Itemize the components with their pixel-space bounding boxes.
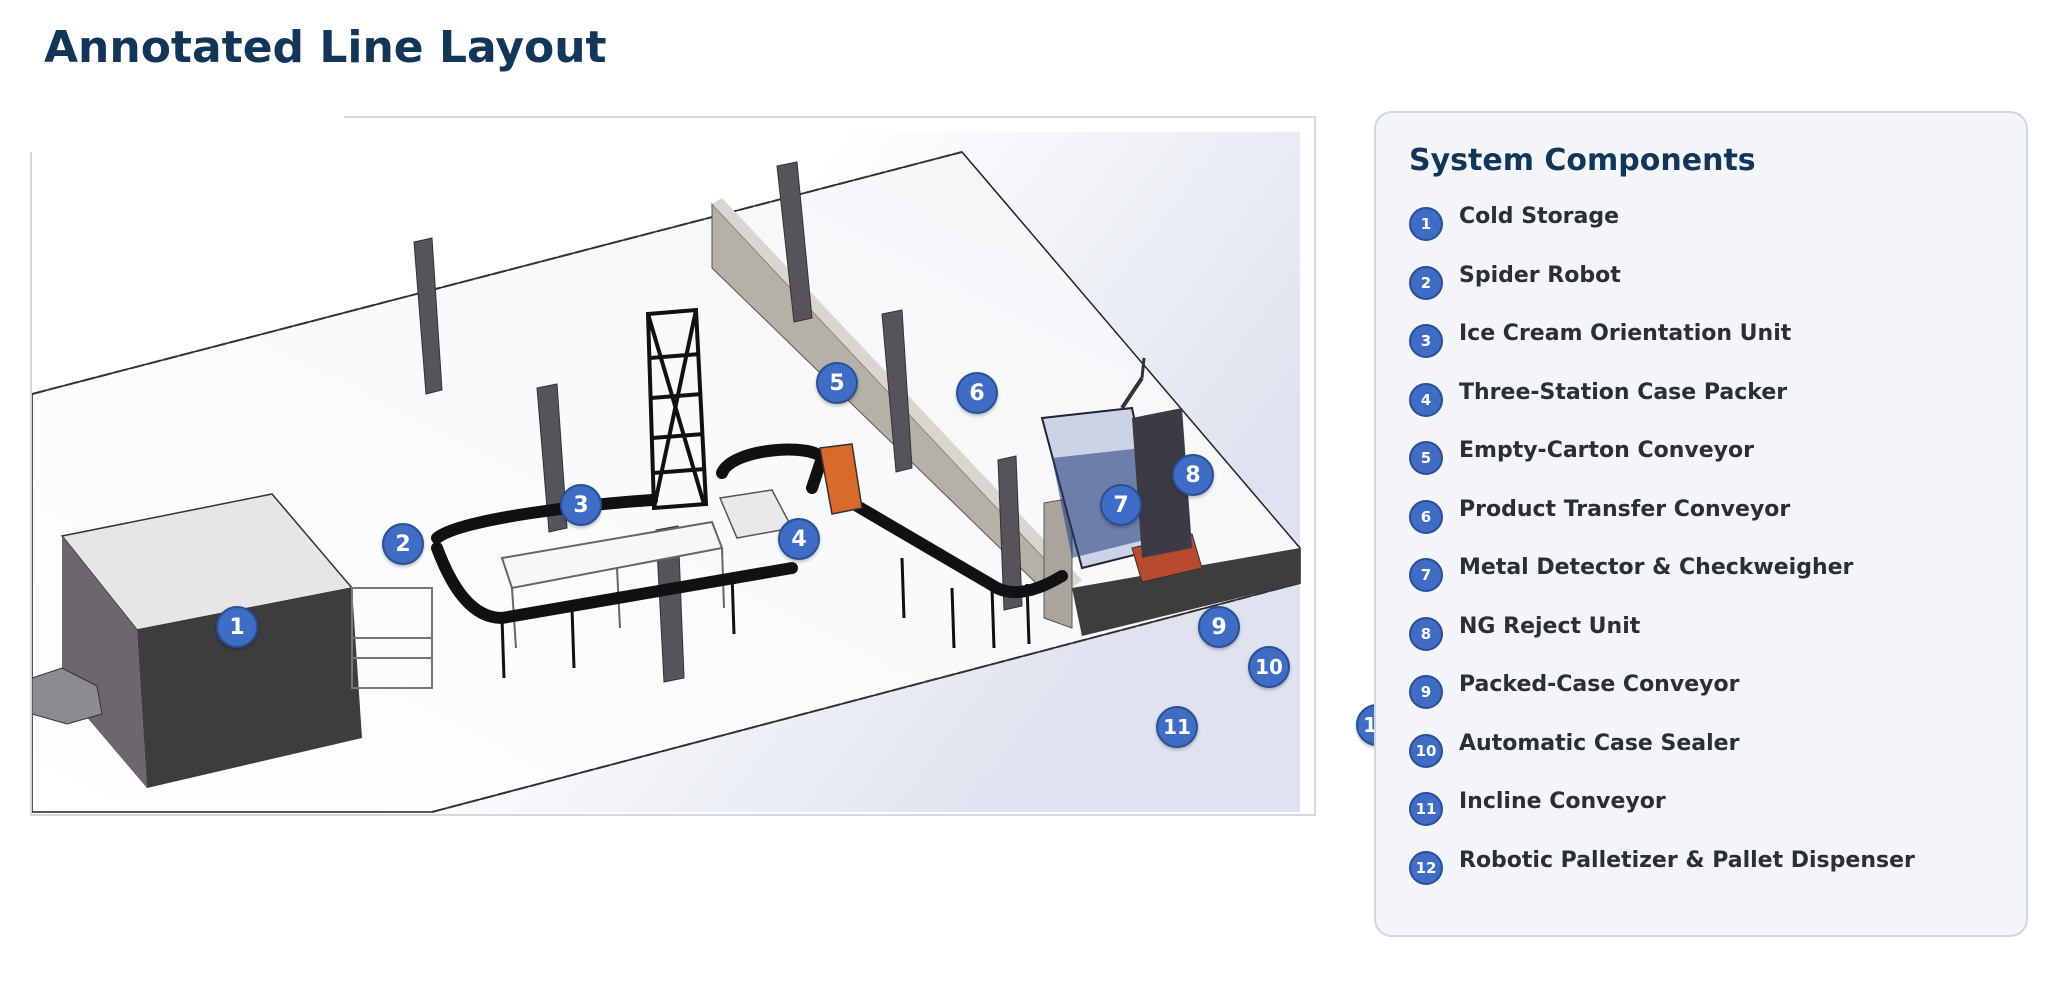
legend-label: Ice Cream Orientation Unit [1459,321,1792,346]
legend-label: Cold Storage [1459,204,1620,229]
legend-label: Empty-Carton Conveyor [1459,438,1754,463]
lift-tower [645,307,709,511]
legend-list: 1 Cold Storage 2 Spider Robot 3 Ice Crea… [1409,203,2009,905]
cold-storage-side [62,536,147,788]
legend-item: 9 Packed-Case Conveyor [1409,671,2009,730]
legend-number-badge: 12 [1409,850,1443,885]
legend-item: 12 Robotic Palletizer & Pallet Dispenser [1409,847,2009,906]
marker-product-transfer-conveyor[interactable]: 6 [956,372,998,414]
legend-item: 8 NG Reject Unit [1409,613,2009,672]
legend-label: Robotic Palletizer & Pallet Dispenser [1459,847,1915,873]
legend-number-badge: 2 [1409,265,1443,300]
legend-label: Automatic Case Sealer [1459,730,1740,756]
legend-title: System Components [1409,143,1756,178]
page-title: Annotated Line Layout [44,22,607,73]
legend-number-badge: 7 [1409,558,1443,592]
marker-empty-carton-conveyor[interactable]: 5 [816,362,858,404]
legend-number-badge: 5 [1409,441,1443,475]
floor-edge [32,151,963,395]
legend-label: Product Transfer Conveyor [1459,496,1791,522]
legend-number-badge: 1 [1409,207,1443,241]
marker-cold-storage[interactable]: 1 [216,606,258,648]
legend-number-badge: 4 [1409,382,1443,417]
legend-item: 6 Product Transfer Conveyor [1409,496,2009,555]
legend-item: 5 Empty-Carton Conveyor [1409,437,2009,496]
legend-number-badge: 8 [1409,616,1443,651]
legend-label: Spider Robot [1459,262,1621,288]
columns [413,161,1023,683]
marker-incline-conveyor[interactable]: 11 [1156,706,1198,748]
marker-metal-detector[interactable]: 7 [1100,484,1142,526]
legend-panel: System Components 1 Cold Storage 2 Spide… [1374,111,2028,937]
legend-number-badge: 3 [1409,324,1443,358]
inlet-unit [32,667,103,725]
legend-item: 7 Metal Detector & Checkweigher [1409,554,2009,613]
frame-notch [28,112,344,152]
spider-robot-frame [351,587,433,689]
marker-ng-reject-unit[interactable]: 8 [1172,454,1214,496]
legend-item: 3 Ice Cream Orientation Unit [1409,320,2009,379]
marker-case-packer[interactable]: 4 [778,518,820,560]
legend-number-badge: 10 [1409,733,1443,768]
marker-case-sealer[interactable]: 10 [1248,646,1290,688]
legend-number-badge: 9 [1409,675,1443,709]
legend-label: Metal Detector & Checkweigher [1459,555,1854,580]
conveyor-legs [500,557,1031,679]
floor-edge-front [431,582,1301,813]
marker-spider-robot[interactable]: 2 [382,523,424,565]
legend-item: 10 Automatic Case Sealer [1409,730,2009,789]
legend-item: 1 Cold Storage [1409,203,2009,262]
legend-item: 4 Three-Station Case Packer [1409,379,2009,438]
layout-drawing [32,132,1301,813]
marker-orientation-unit[interactable]: 3 [560,484,602,526]
enclosure-wall [1072,548,1300,636]
marker-packed-case-conveyor[interactable]: 9 [1198,606,1240,648]
legend-label: Incline Conveyor [1459,789,1666,814]
legend-item: 11 Incline Conveyor [1409,788,2009,847]
legend-number-badge: 11 [1409,792,1443,826]
legend-item: 2 Spider Robot [1409,262,2009,321]
cold-storage-front [137,588,362,788]
orientation-unit [500,520,725,649]
legend-label: Three-Station Case Packer [1459,379,1788,405]
legend-label: NG Reject Unit [1459,613,1641,639]
legend-number-badge: 6 [1409,499,1443,534]
legend-label: Packed-Case Conveyor [1459,672,1740,697]
layout-diagram: 1 2 3 4 5 6 7 8 9 10 11 [30,116,1316,816]
